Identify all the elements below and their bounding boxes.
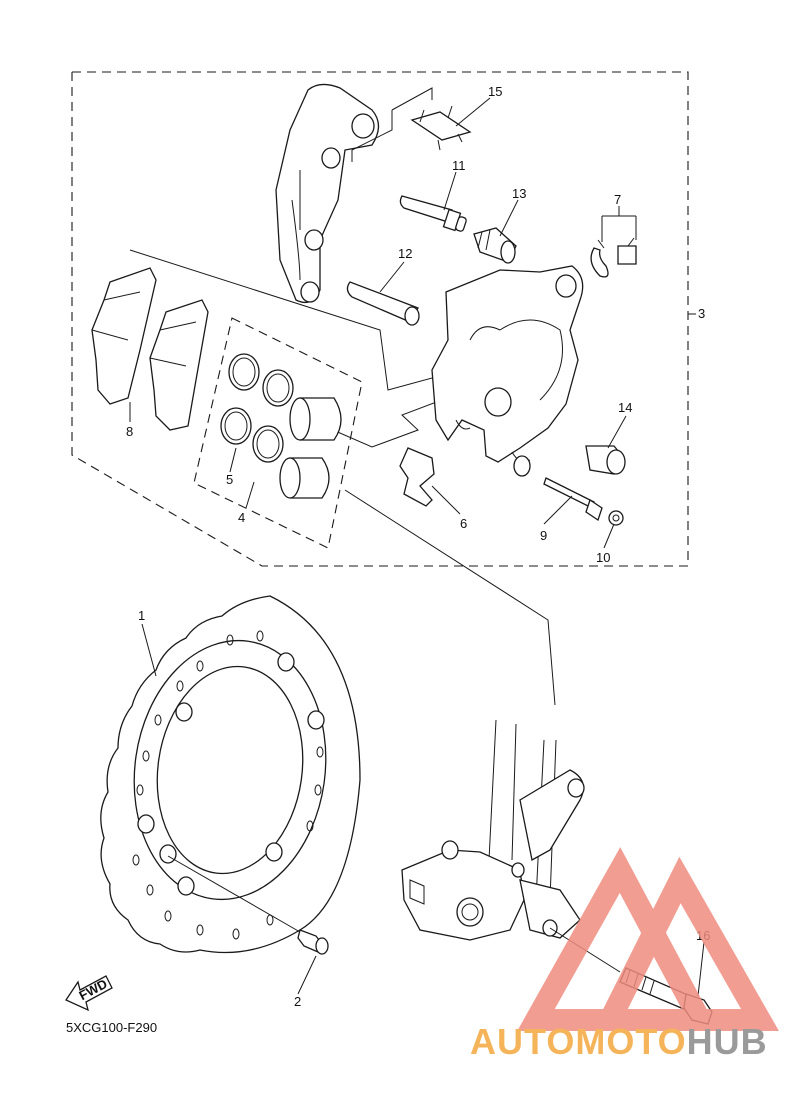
slide-pin-12: [346, 281, 420, 326]
bleed-screw-set: [590, 237, 637, 278]
callout-15: 15: [488, 84, 502, 99]
front-fork-leg: [401, 719, 585, 941]
callout-9: 9: [540, 528, 547, 543]
disc-bolt-leader: [167, 855, 301, 933]
mounting-bolt-9: [543, 477, 603, 522]
callout-12: 12: [398, 246, 412, 261]
piston-kit-boundary: [193, 317, 363, 549]
caliper-assembly-boundary: [71, 71, 689, 567]
pad-support-clip: [351, 87, 472, 162]
callout-leaders: [129, 97, 705, 997]
pad-spring-6: [399, 447, 435, 507]
callout-8: 8: [126, 424, 133, 439]
slide-pin-11: [399, 195, 467, 232]
callout-13: 13: [512, 186, 526, 201]
pin-boot-13: [473, 227, 517, 264]
callout-3: 3: [698, 306, 705, 321]
watermark-text-part2: HUB: [687, 1021, 768, 1062]
callout-5: 5: [226, 472, 233, 487]
brake-pad-set: [91, 267, 209, 431]
callout-7: 7: [614, 192, 621, 207]
callout-14: 14: [618, 400, 632, 415]
caliper-body: [431, 265, 584, 477]
callout-1: 1: [138, 608, 145, 623]
fwd-label: FWD: [76, 976, 109, 1003]
bleed-cap-10: [608, 510, 624, 526]
callout-11: 11: [452, 158, 466, 173]
disc-bolt: [297, 929, 329, 955]
brake-disc: [100, 595, 361, 954]
watermark-text: AUTOMOTOHUB: [470, 1021, 768, 1062]
assembly-leader-line: [344, 489, 556, 706]
callout-6: 6: [460, 516, 467, 531]
fwd-arrow-icon: FWD: [65, 975, 113, 1012]
callout-4: 4: [238, 510, 245, 525]
diagram-code: 5XCG100-F290: [66, 1020, 157, 1035]
watermark-logo-icon: [517, 847, 779, 1031]
watermark-text-part1: AUTOMOTO: [470, 1021, 687, 1062]
piston-seal-kit: [220, 353, 342, 499]
caliper-bracket: [275, 83, 380, 304]
callout-2: 2: [294, 994, 301, 1009]
caliper-plug-14: [585, 445, 626, 475]
callout-10: 10: [596, 550, 610, 565]
